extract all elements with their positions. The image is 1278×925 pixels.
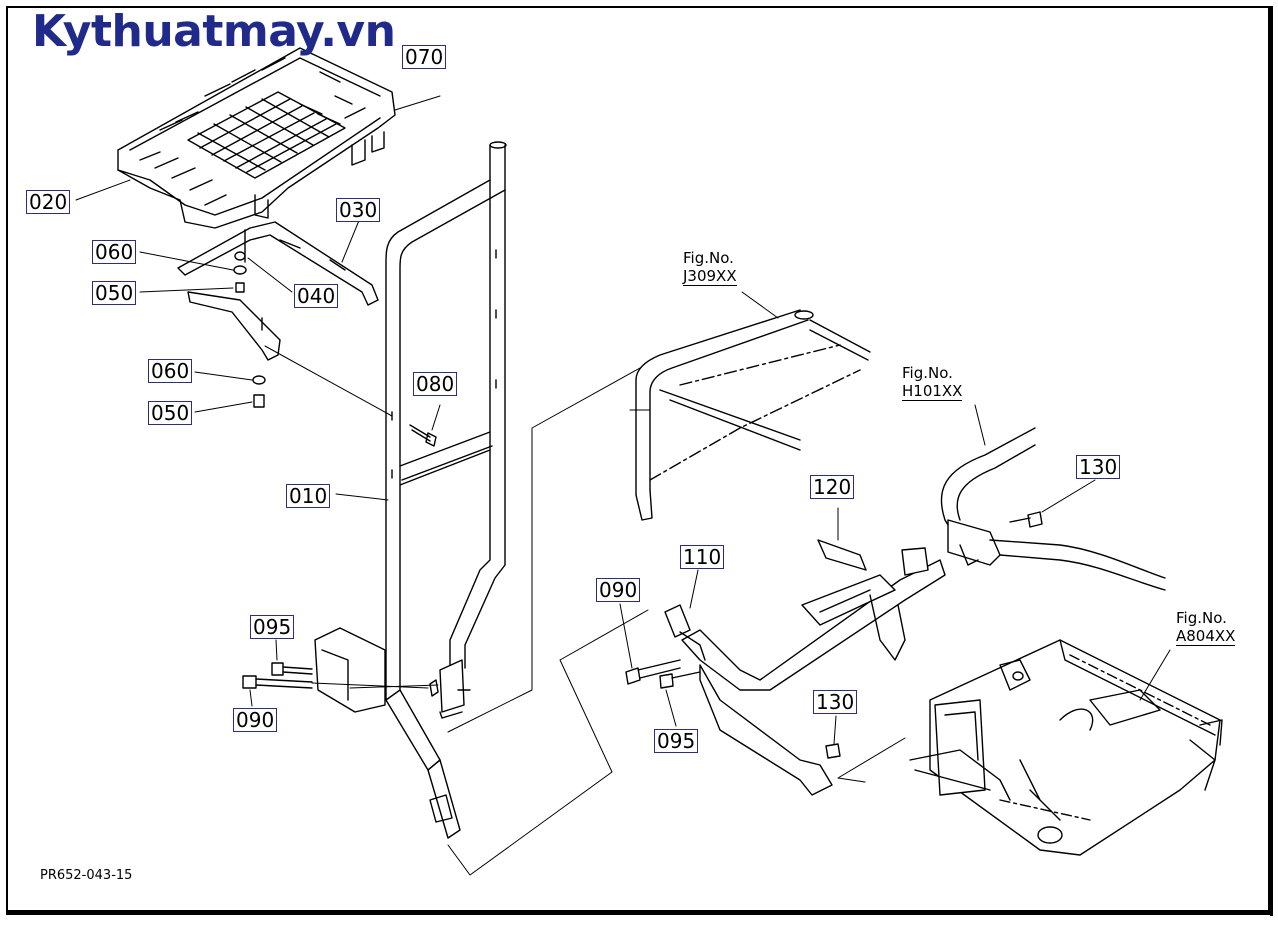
callout-050-lower: 050 xyxy=(148,401,193,425)
callout-090-left: 090 xyxy=(233,708,278,732)
watermark-logo: Kythuatmay.vn xyxy=(32,6,396,57)
callout-110: 110 xyxy=(680,545,725,569)
figref-h101xx-code: H101XX xyxy=(902,382,963,401)
bolt-080 xyxy=(409,404,441,447)
leader-h101xx xyxy=(974,404,986,446)
bolt-130-lower xyxy=(825,715,906,783)
callout-070: 070 xyxy=(402,45,447,69)
callout-010: 010 xyxy=(286,484,331,508)
frame-h101xx xyxy=(940,427,1166,591)
figref-j309xx: Fig.No. J309XX xyxy=(683,249,737,286)
figref-a804xx: Fig.No. A804XX xyxy=(1176,609,1236,646)
callout-020: 020 xyxy=(26,190,71,214)
bolt-095-left xyxy=(271,639,313,676)
connection-line-lower xyxy=(447,609,649,876)
figref-h101xx-label: Fig.No. xyxy=(902,364,953,382)
step-plate-part-020 xyxy=(117,47,396,229)
frame-shadow-bottom xyxy=(6,912,1273,915)
nut-bolt-lower xyxy=(194,371,266,413)
bolt-090-right xyxy=(619,603,681,685)
figref-a804xx-label: Fig.No. xyxy=(1176,609,1227,627)
leader-010 xyxy=(335,493,389,501)
leader-020 xyxy=(75,179,131,201)
callout-060-upper: 060 xyxy=(92,240,137,264)
bolt-130-upper xyxy=(1009,479,1096,528)
leader-070 xyxy=(394,95,441,111)
figref-j309xx-label: Fig.No. xyxy=(683,249,734,267)
figref-j309xx-code: J309XX xyxy=(683,267,737,286)
callout-130-upper: 130 xyxy=(1076,455,1121,479)
frame-j309xx xyxy=(629,309,871,521)
support-bracket-part-030 xyxy=(177,221,379,306)
callout-130-lower: 130 xyxy=(813,690,858,714)
bolt-090-left xyxy=(242,675,429,707)
callout-080: 080 xyxy=(413,372,458,396)
connection-line-upper xyxy=(447,367,641,733)
lower-step-box xyxy=(314,627,439,713)
bolt-095-right xyxy=(659,671,701,727)
callout-030: 030 xyxy=(336,198,381,222)
figref-a804xx-code: A804XX xyxy=(1176,627,1236,646)
chassis-a804xx xyxy=(909,639,1223,856)
drawing-number: PR652-043-15 xyxy=(40,868,133,883)
callout-060-lower: 060 xyxy=(148,359,193,383)
leader-j309xx xyxy=(741,291,779,319)
lower-bracket xyxy=(187,291,393,417)
callout-095-left: 095 xyxy=(250,615,295,639)
callout-095-right: 095 xyxy=(654,729,699,753)
bracket-frame-part-110 xyxy=(664,507,946,796)
callout-090-right: 090 xyxy=(596,578,641,602)
leader-030 xyxy=(341,217,361,263)
callout-040: 040 xyxy=(294,284,339,308)
figref-h101xx: Fig.No. H101XX xyxy=(902,364,963,401)
drawing-frame xyxy=(6,6,1270,912)
callout-050-upper: 050 xyxy=(92,281,137,305)
nut-bolt-upper xyxy=(139,251,293,293)
handrail-frame-part-010 xyxy=(385,141,507,839)
callout-120: 120 xyxy=(810,475,855,499)
frame-shadow-right xyxy=(1270,6,1273,916)
